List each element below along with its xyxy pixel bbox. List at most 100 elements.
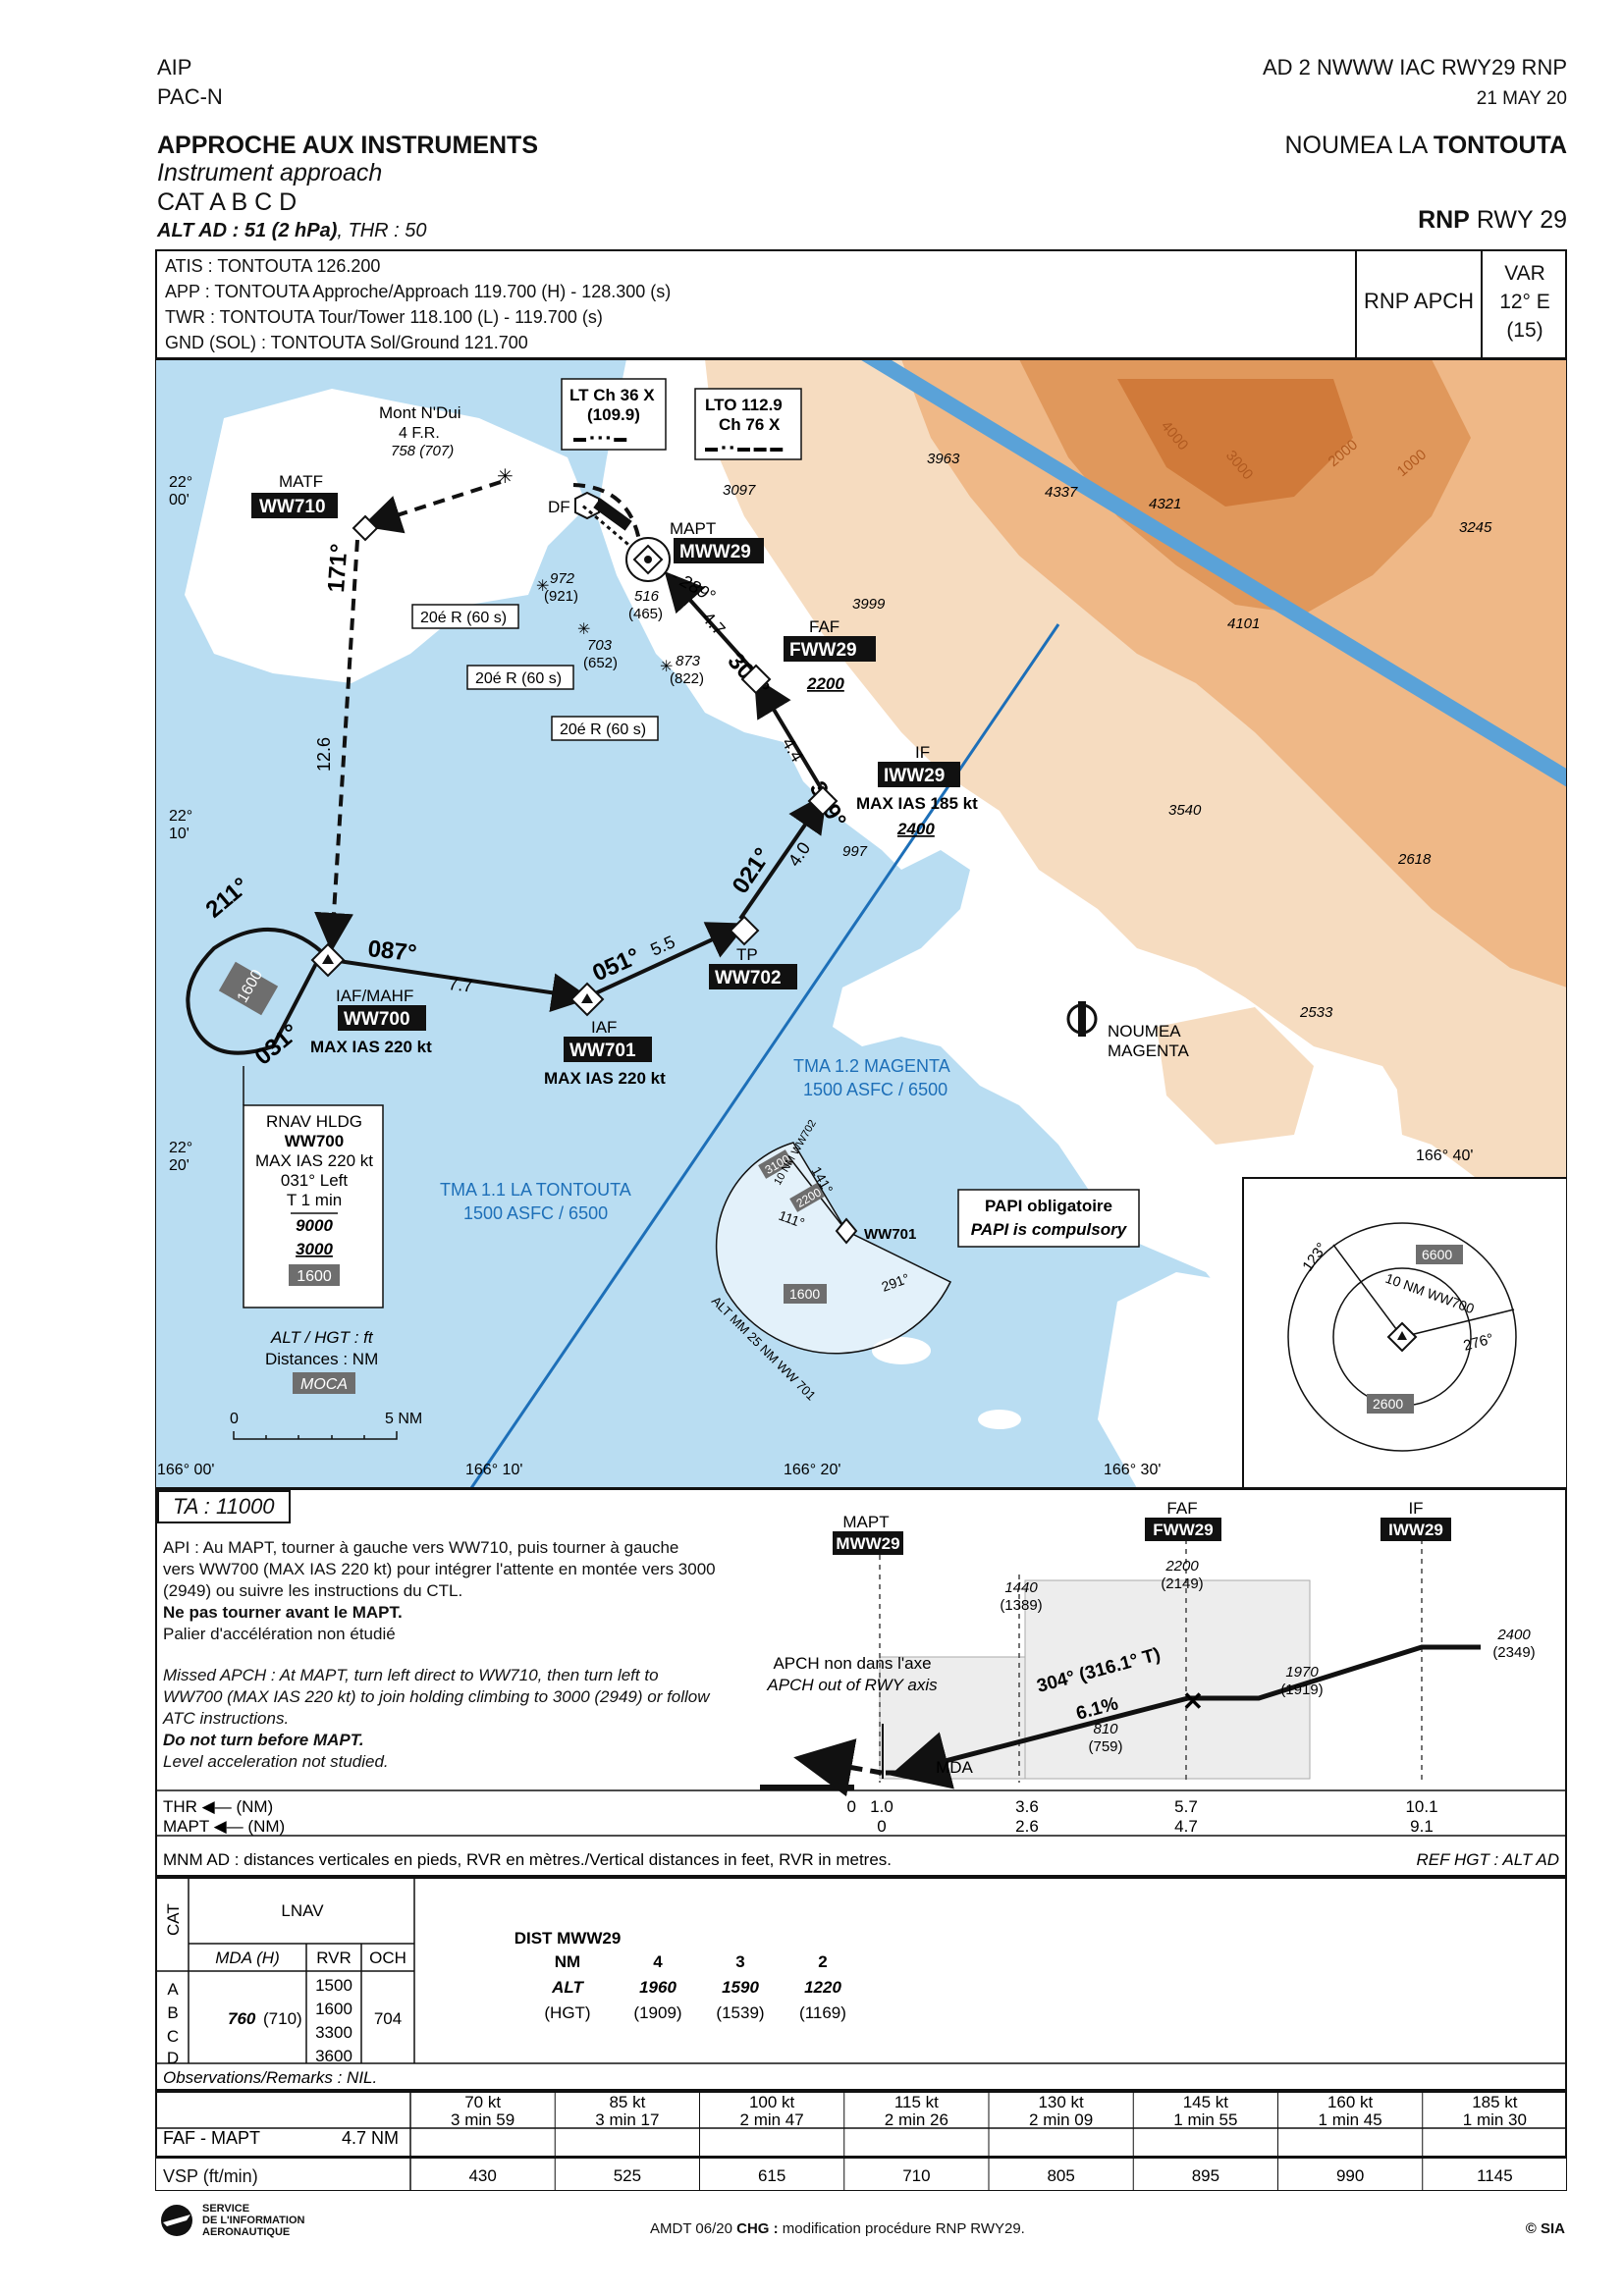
speed-row-distance: 4.7 NM (342, 2128, 399, 2148)
tma-boundary-line (469, 623, 1060, 1488)
faf-altitude: 2200 (806, 674, 844, 693)
speed-kt-3: 115 kt (894, 2093, 939, 2111)
speed-kt-4: 130 kt (1038, 2093, 1084, 2111)
dist-nm-label: NM (555, 1952, 580, 1971)
profile-mda: MDA (936, 1758, 973, 1777)
dist-hgt-4: (1909) (633, 2003, 681, 2022)
distance-7-7: 7.7 (448, 974, 474, 996)
speed-kt-2: 100 kt (749, 2093, 795, 2111)
minima-och-header: OCH (369, 1949, 406, 1967)
islet (872, 1337, 931, 1364)
final-segment (890, 1695, 1189, 1789)
airport-name: NOUMEA LA TONTOUTA (1284, 132, 1567, 160)
spot-elevations: 3097 3963 4337 4321 3245 3999 4101 3540 … (723, 451, 1492, 1021)
taa-sector (715, 1142, 952, 1355)
ww702-label: WW702 (715, 968, 782, 988)
title-french: APPROCHE AUX INSTRUMENTS (157, 132, 538, 159)
taa-alt-1600: 1600 (789, 1286, 820, 1302)
thr-d-3: 5.7 (1174, 1797, 1198, 1816)
dist-alt-label: ALT (551, 1978, 584, 1997)
western-island (185, 389, 587, 683)
speed-table (155, 2091, 1567, 2158)
scale-bar (233, 1431, 398, 1440)
mapt-d-0: 0 (877, 1817, 886, 1836)
dist-alt-3: 1590 (722, 1978, 759, 1997)
vsp-label: VSP (ft/min) (163, 2166, 258, 2186)
runway-icon (593, 498, 632, 531)
track-ww702-to-iww29 (738, 792, 828, 921)
variation-label: VAR (1504, 262, 1545, 285)
thr-d-2: 3.6 (1015, 1797, 1039, 1816)
waypoint-ww700: IAF/MAHF WW700 MAX IAS 220 kt (310, 942, 432, 1056)
waypoint-fww29: FAF FWW29 2200 (740, 617, 876, 695)
terrain-patch-south (1157, 1007, 1314, 1145)
spot-3963: 3963 (927, 451, 960, 467)
airport-prefix: NOUMEA LA (1284, 132, 1434, 159)
missed-approach-english: Missed APCH : At MAPT, turn left direct … (163, 1665, 752, 1773)
obstacle-light-box-2 (466, 665, 574, 690)
speed-time-6: 1 min 45 (1319, 2110, 1382, 2129)
obstacle-465: (465) (628, 606, 663, 622)
rvr-c: 3300 (315, 2023, 352, 2042)
hold-time: T 1 min (287, 1191, 342, 1209)
terrain-layer-4000 (1117, 379, 1353, 507)
minima-cat-a: A (167, 1980, 179, 1999)
aip-label: AIP (157, 55, 192, 80)
speed-kt-6: 160 kt (1327, 2093, 1374, 2111)
dist-nm-3: 3 (735, 1952, 744, 1971)
dist-table-title: DIST MWW29 (514, 1929, 622, 1948)
noumea-label: NOUMEA (1108, 1022, 1181, 1041)
iaf-label: IAF (591, 1018, 617, 1037)
terrain-patch-east (1392, 1037, 1510, 1154)
waypoint-ww702: TP WW702 (709, 915, 797, 989)
aerodrome-elevation: ALT AD : 51 (2 hPa), THR : 50 (157, 220, 427, 242)
missed-approach-profile (793, 1738, 883, 1797)
mww29-label: MWW29 (679, 542, 751, 562)
obstacle-516: 516 (634, 588, 660, 605)
dist-alt-2: 1220 (804, 1978, 841, 1997)
taa2-alt-2600: 2600 (1373, 1396, 1403, 1412)
spot-2618: 2618 (1397, 851, 1432, 868)
hold-min-alt: 3000 (296, 1240, 333, 1258)
spot-3999: 3999 (852, 596, 886, 613)
vsp-value-0: 430 (468, 2166, 496, 2185)
minima-cat-b: B (167, 2003, 178, 2022)
papi-english: PAPI is compulsory (971, 1220, 1128, 1239)
profile-1970: 1970 (1285, 1664, 1319, 1681)
missed-approach-turn (572, 483, 648, 570)
api-en-line2: WW700 (MAX IAS 220 kt) to join holding c… (163, 1687, 710, 1706)
rvr-b: 1600 (315, 2000, 352, 2018)
obstacle-873: 873 (676, 653, 701, 669)
missed-approach-track-to-ww710 (361, 480, 502, 534)
minima-mda-height: (710) (263, 2009, 302, 2028)
gnd-frequency: GND (SOL) : TONTOUTA Sol/Ground 121.700 (165, 333, 528, 352)
mapt-label: MAPT (670, 519, 716, 538)
obstacle-area-1970 (1024, 1579, 1311, 1780)
papi-box (957, 1189, 1140, 1248)
track-iww29-to-fww29 (753, 676, 825, 793)
tma-12-limits: 1500 ASFC / 6500 (803, 1080, 947, 1099)
profile-1389: (1389) (1000, 1597, 1042, 1614)
speed-time-0: 3 min 59 (451, 2110, 514, 2129)
taa-ww701-label: WW701 (864, 1226, 916, 1243)
spot-3540: 3540 (1168, 802, 1202, 819)
waypoint-mww29: MAPT MWW29 (625, 519, 764, 582)
noumea-magenta-aerodrome: NOUMEA MAGENTA (1066, 1001, 1189, 1060)
faf-waypoint-icon (740, 664, 772, 695)
dme-icon (574, 491, 600, 520)
sia-line3: AERONAUTIQUE (202, 2226, 291, 2238)
lon-label-166-10: 166° 10' (465, 1462, 522, 1478)
minima-mda-value: 760 (228, 2009, 256, 2028)
minima-cat-c: C (167, 2027, 179, 2046)
api-fr-line3: (2949) ou suivre les instructions du CTL… (163, 1581, 463, 1600)
chart-reference: AD 2 NWWW IAC RWY29 RNP (1262, 55, 1567, 80)
sia-name: SERVICE DE L'INFORMATION AERONAUTIQUE (202, 2203, 304, 2238)
legend-units-alt: ALT / HGT : ft (270, 1328, 374, 1347)
lt-morse-icon: ▬ ▪ ▪ ▪ ▬ (573, 430, 626, 445)
profile-2149: (2149) (1161, 1575, 1203, 1592)
airport-name-bold: TONTOUTA (1433, 132, 1567, 159)
lat-label-22-20-min: 20' (169, 1157, 189, 1174)
profile-mww29-label: MWW29 (836, 1534, 899, 1553)
mapt-distance-label: MAPT ◀— (NM) (163, 1817, 285, 1836)
